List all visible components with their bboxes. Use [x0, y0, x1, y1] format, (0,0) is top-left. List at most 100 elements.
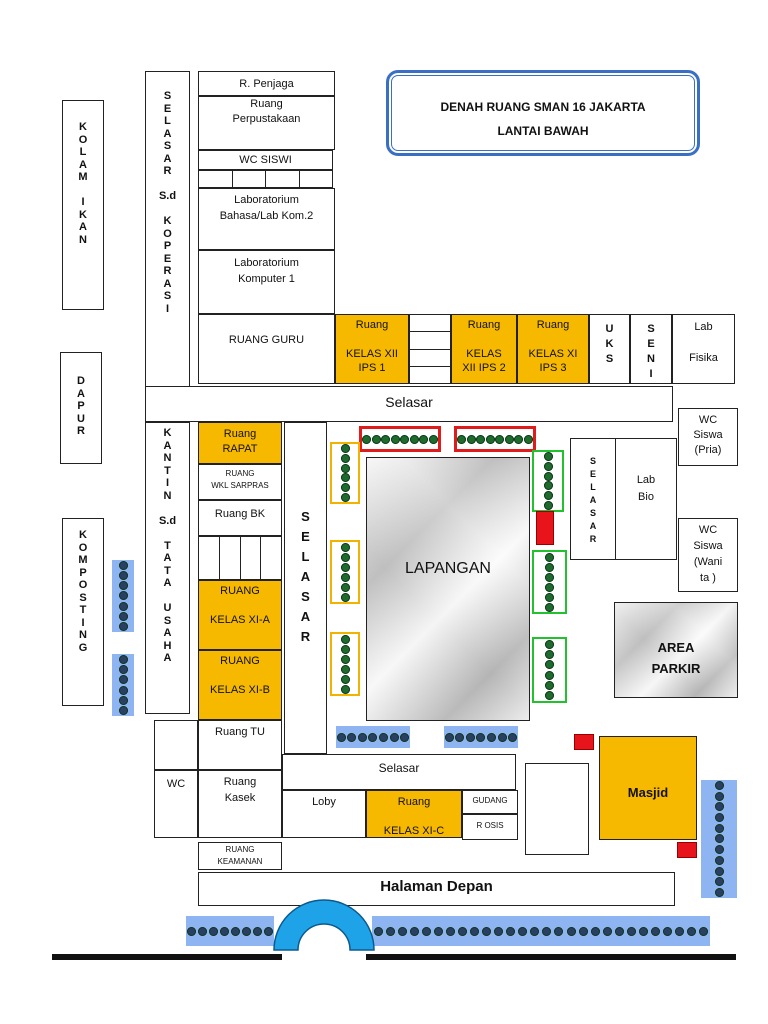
tree-icon: [543, 490, 553, 500]
tree-icon: [497, 732, 507, 742]
stairs-1: [409, 314, 451, 384]
tree-icon: [381, 434, 391, 444]
tree-icon: [385, 926, 395, 936]
tree-icon: [476, 434, 486, 444]
wkl-label-2: WKL SARPRAS: [211, 481, 269, 490]
vertical-letter: N: [79, 629, 87, 641]
parkir-label-1: AREA: [657, 640, 695, 655]
title-box: DENAH RUANG SMAN 16 JAKARTA LANTAI BAWAH: [386, 70, 700, 156]
r-penjaga: R. Penjaga: [198, 71, 335, 96]
vertical-letter: S: [163, 90, 172, 102]
hedge-left-1: [330, 442, 360, 504]
gudang-label: GUDANG: [472, 796, 508, 805]
tree-icon: [340, 444, 350, 454]
vertical-letter: U: [77, 412, 85, 425]
hedge-right-2: [532, 550, 567, 614]
tree-icon: [445, 926, 455, 936]
tree-icon: [714, 791, 724, 801]
tree-icon: [523, 434, 533, 444]
hedge-left-3: [330, 632, 360, 696]
vertical-letter: S: [301, 589, 310, 604]
tree-icon: [368, 732, 378, 742]
tree-icon: [545, 691, 554, 701]
tree-icon: [590, 926, 600, 936]
tree-icon: [389, 732, 399, 742]
tree-icon: [340, 473, 350, 483]
tree-icon: [545, 649, 554, 659]
xii-ips2-label-3: XII IPS 2: [462, 362, 506, 374]
tree-icon: [514, 434, 524, 444]
xii-ips1-label-3: IPS 1: [358, 362, 386, 374]
tree-icon: [714, 877, 724, 887]
tree-icon: [340, 562, 350, 572]
selasar-bottom-label: Selasar: [378, 761, 420, 775]
vertical-letter: S: [605, 353, 614, 365]
tree-icon: [494, 926, 504, 936]
kelas-xi-ips3: Ruang KELAS XI IPS 3: [517, 314, 589, 384]
wc-wanita-label-2: Siswa: [693, 540, 723, 552]
tree-icon: [650, 926, 660, 936]
vertical-letter: A: [163, 152, 172, 165]
tree-icon: [482, 926, 492, 936]
vertical-letter: N: [79, 233, 87, 246]
vertical-letter: E: [163, 252, 172, 265]
tree-icon: [714, 855, 724, 865]
vertical-letter: I: [165, 477, 170, 489]
hedge-left-2: [330, 540, 360, 604]
tree-icon: [714, 845, 724, 855]
tree-icon: [545, 582, 554, 592]
tree-icon: [118, 570, 128, 580]
vertical-letter: E: [647, 338, 655, 350]
vertical-letter: R: [163, 265, 172, 277]
tree-icon: [444, 732, 454, 742]
vertical-letter: M: [78, 171, 88, 183]
lab-bio-label-2: Bio: [638, 491, 654, 503]
vertical-letter: L: [164, 115, 171, 127]
wc-siswi: WC SISWI: [198, 150, 333, 170]
tree-icon: [638, 926, 648, 936]
vertical-letter: K: [79, 529, 87, 541]
tree-icon: [566, 926, 576, 936]
vertical-letter: G: [78, 641, 88, 654]
loby-label: Loby: [312, 796, 336, 808]
tree-icon: [340, 674, 350, 684]
tree-icon: [508, 732, 518, 742]
red-marker-3: [677, 842, 697, 858]
vertical-letter: K: [79, 208, 87, 221]
tree-icon: [340, 482, 350, 492]
vertical-letter: O: [163, 227, 172, 240]
tree-icon: [340, 654, 350, 664]
tree-icon: [400, 434, 410, 444]
ruang-kasek: Ruang Kasek: [198, 770, 282, 838]
xi-ips3-label-3: IPS 3: [539, 362, 567, 374]
lab-bahasa-label-1: Laboratorium: [234, 194, 299, 206]
vertical-letter: T: [164, 564, 171, 577]
keamanan-label-1: RUANG: [225, 845, 255, 854]
area-parkir: AREA PARKIR: [614, 602, 738, 698]
vertical-letter: A: [77, 387, 85, 400]
vertical-letter: A: [163, 127, 172, 140]
tree-icon: [220, 926, 229, 936]
ruang-guru-label: RUANG GURU: [228, 334, 305, 346]
vertical-letter: P: [77, 400, 85, 412]
tree-strip-left-1: [112, 560, 134, 632]
tree-icon: [428, 434, 438, 444]
tree-icon: [699, 926, 709, 936]
vertical-letter: T: [164, 539, 171, 552]
vertical-letter: A: [163, 627, 172, 639]
vertical-letter: S: [163, 614, 172, 627]
kelas-xii-ips2: Ruang KELAS XII IPS 2: [451, 314, 517, 384]
tree-icon: [118, 601, 128, 611]
tree-icon: [545, 670, 554, 680]
tree-icon: [554, 926, 564, 936]
tree-icon: [602, 926, 612, 936]
tree-icon: [118, 591, 128, 601]
wc-siswa-wanita: WC Siswa (Wani ta ): [678, 518, 738, 592]
vertical-letter: A: [300, 609, 311, 624]
tree-icon: [419, 434, 429, 444]
